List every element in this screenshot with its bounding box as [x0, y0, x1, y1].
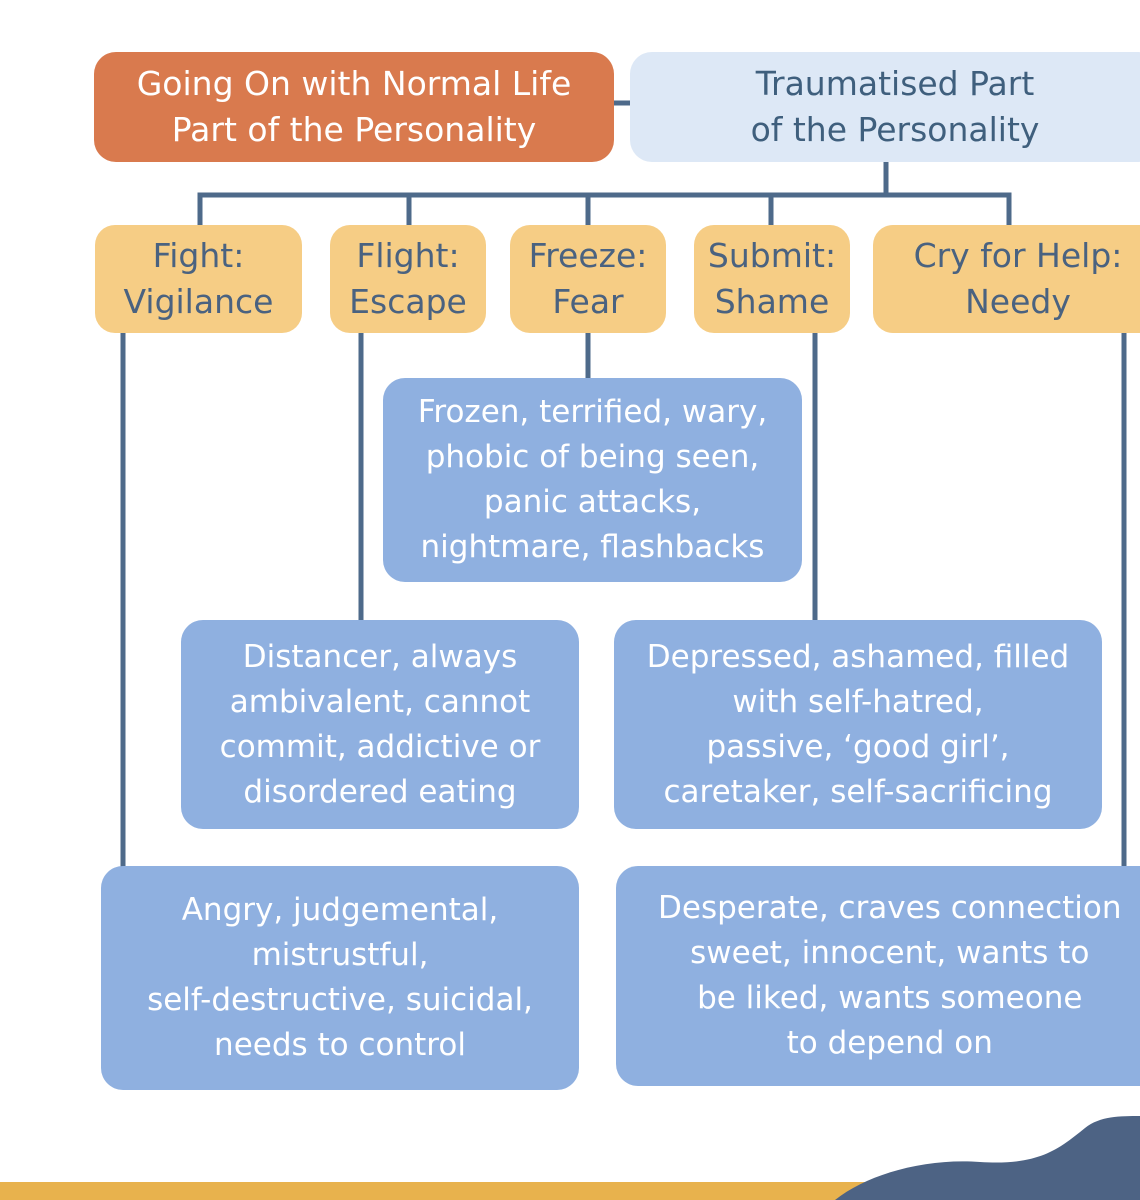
cry-for-help-description-box: Desperate, craves connection sweet, inno… [616, 866, 1140, 1086]
cry-for-help-box: Cry for Help: Needy [873, 225, 1140, 333]
fight-box: Fight: Vigilance [95, 225, 302, 333]
fight-description-box: Angry, judgemental, mistrustful, self-de… [101, 866, 579, 1090]
normal-life-part-box: Going On with Normal Life Part of the Pe… [94, 52, 614, 162]
submit-description-box: Depressed, ashamed, filled with self-hat… [614, 620, 1102, 829]
flight-box: Flight: Escape [330, 225, 486, 333]
freeze-box: Freeze: Fear [510, 225, 666, 333]
wave-shape [835, 1116, 1140, 1200]
traumatised-part-box: Traumatised Part of the Personality [630, 52, 1140, 162]
freeze-description-box: Frozen, terrified, wary, phobic of being… [383, 378, 802, 582]
flight-description-box: Distancer, always ambivalent, cannot com… [181, 620, 579, 829]
submit-box: Submit: Shame [694, 225, 850, 333]
